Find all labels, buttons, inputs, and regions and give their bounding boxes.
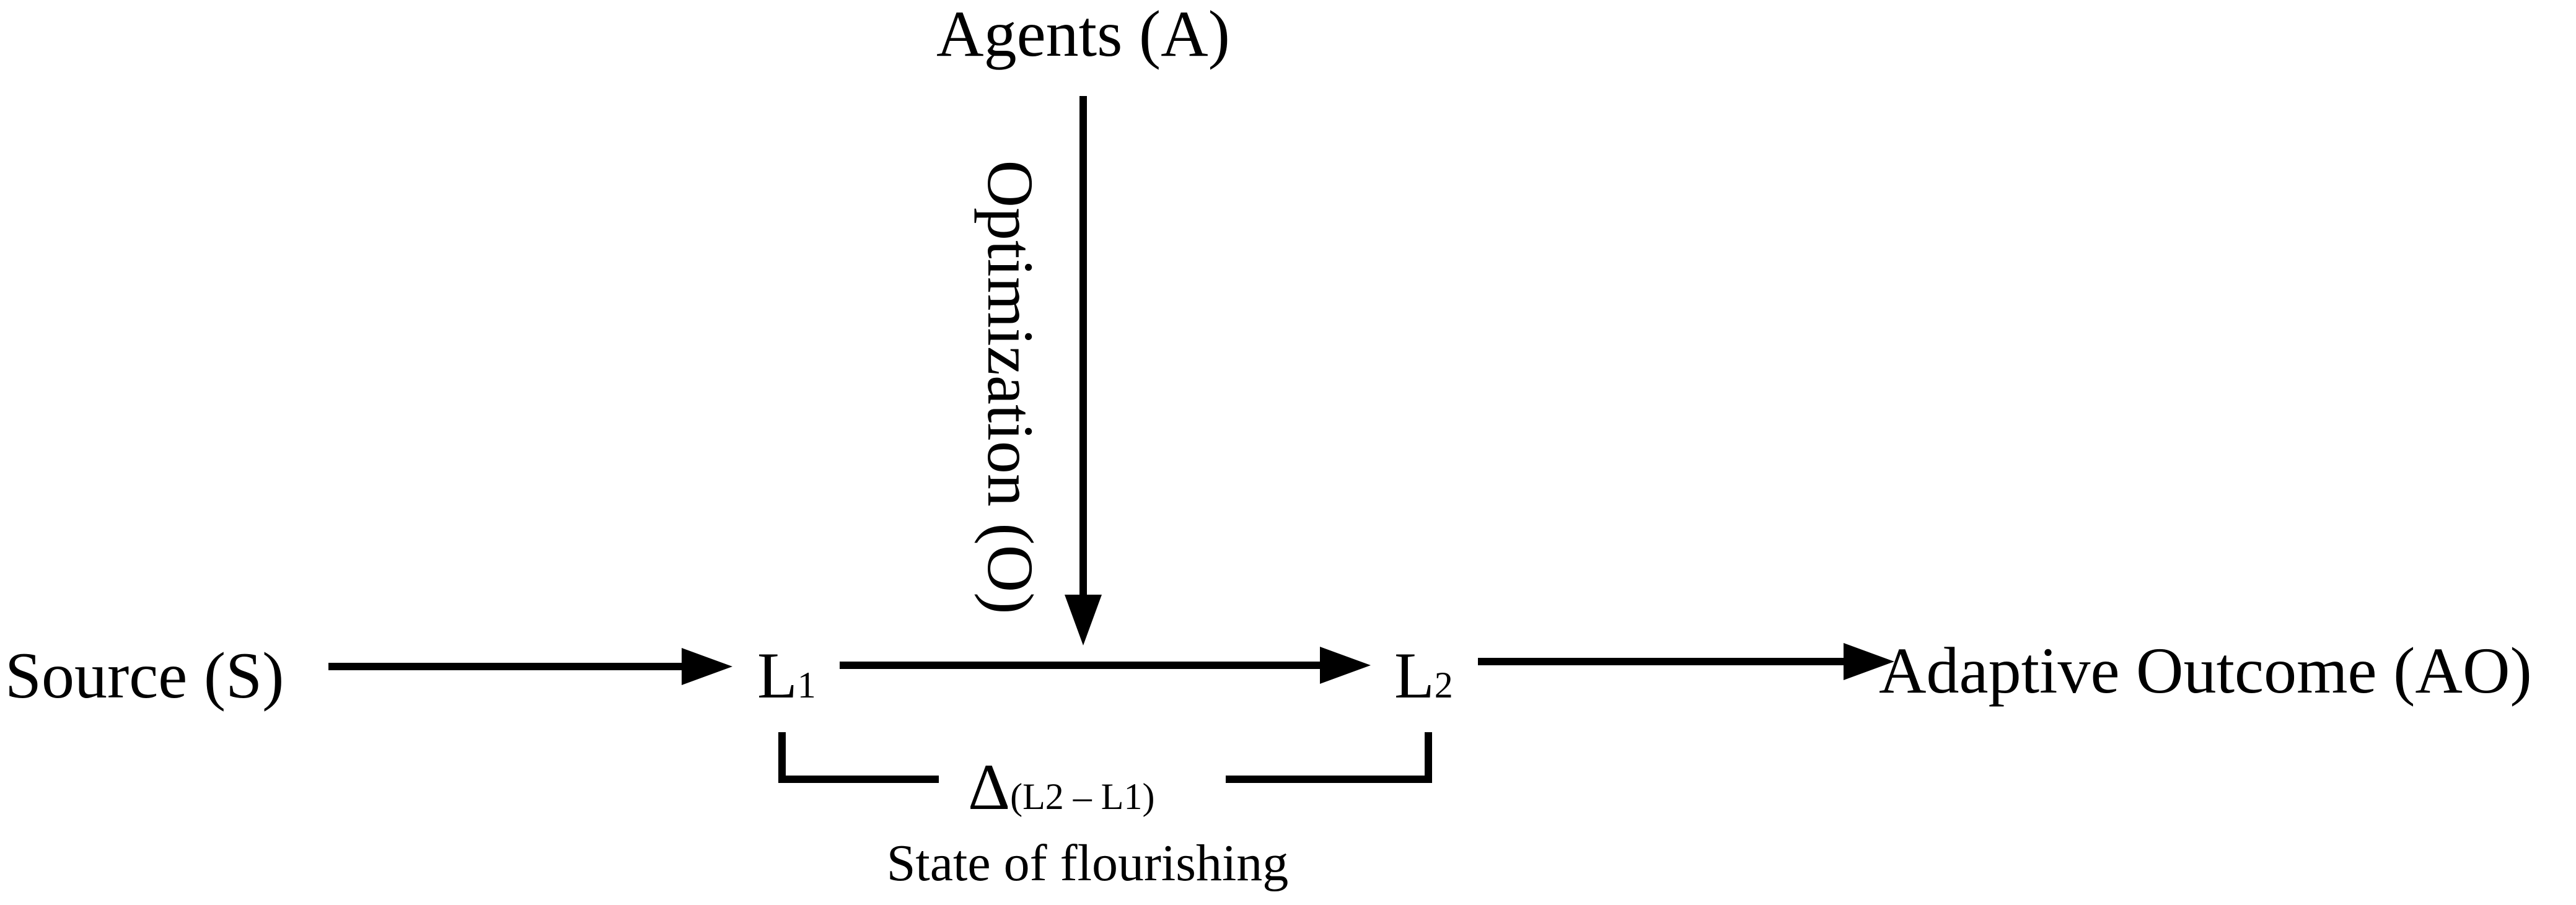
arrowhead-source-l1 (682, 648, 732, 685)
node-agents: Agents (A) (936, 0, 1230, 70)
node-source: Source (S) (5, 639, 284, 712)
delta-caption: State of flourishing (886, 834, 1289, 892)
delta-bracket-right (1226, 732, 1432, 783)
edge-label-optimization: Optimization (O) (974, 160, 1047, 614)
arrowhead-agents (1065, 595, 1102, 645)
arrowhead-l1-l2 (1320, 647, 1371, 684)
delta-bracket-left (778, 732, 939, 783)
delta-subscript: (L2 – L1) (1010, 776, 1155, 817)
node-l2: L2 (1394, 643, 1453, 709)
node-adaptive-outcome: Adaptive Outcome (AO) (1879, 634, 2532, 707)
delta-symbol: Δ (968, 751, 1011, 823)
node-l1-subscript: 1 (797, 665, 816, 706)
node-l1: L1 (757, 643, 816, 709)
node-l2-base: L (1394, 639, 1435, 712)
delta-label: Δ(L2 – L1) (968, 754, 1154, 820)
node-l2-subscript: 2 (1434, 665, 1453, 706)
node-l1-base: L (757, 639, 798, 712)
arrowhead-l2-outcome (1844, 643, 1894, 680)
